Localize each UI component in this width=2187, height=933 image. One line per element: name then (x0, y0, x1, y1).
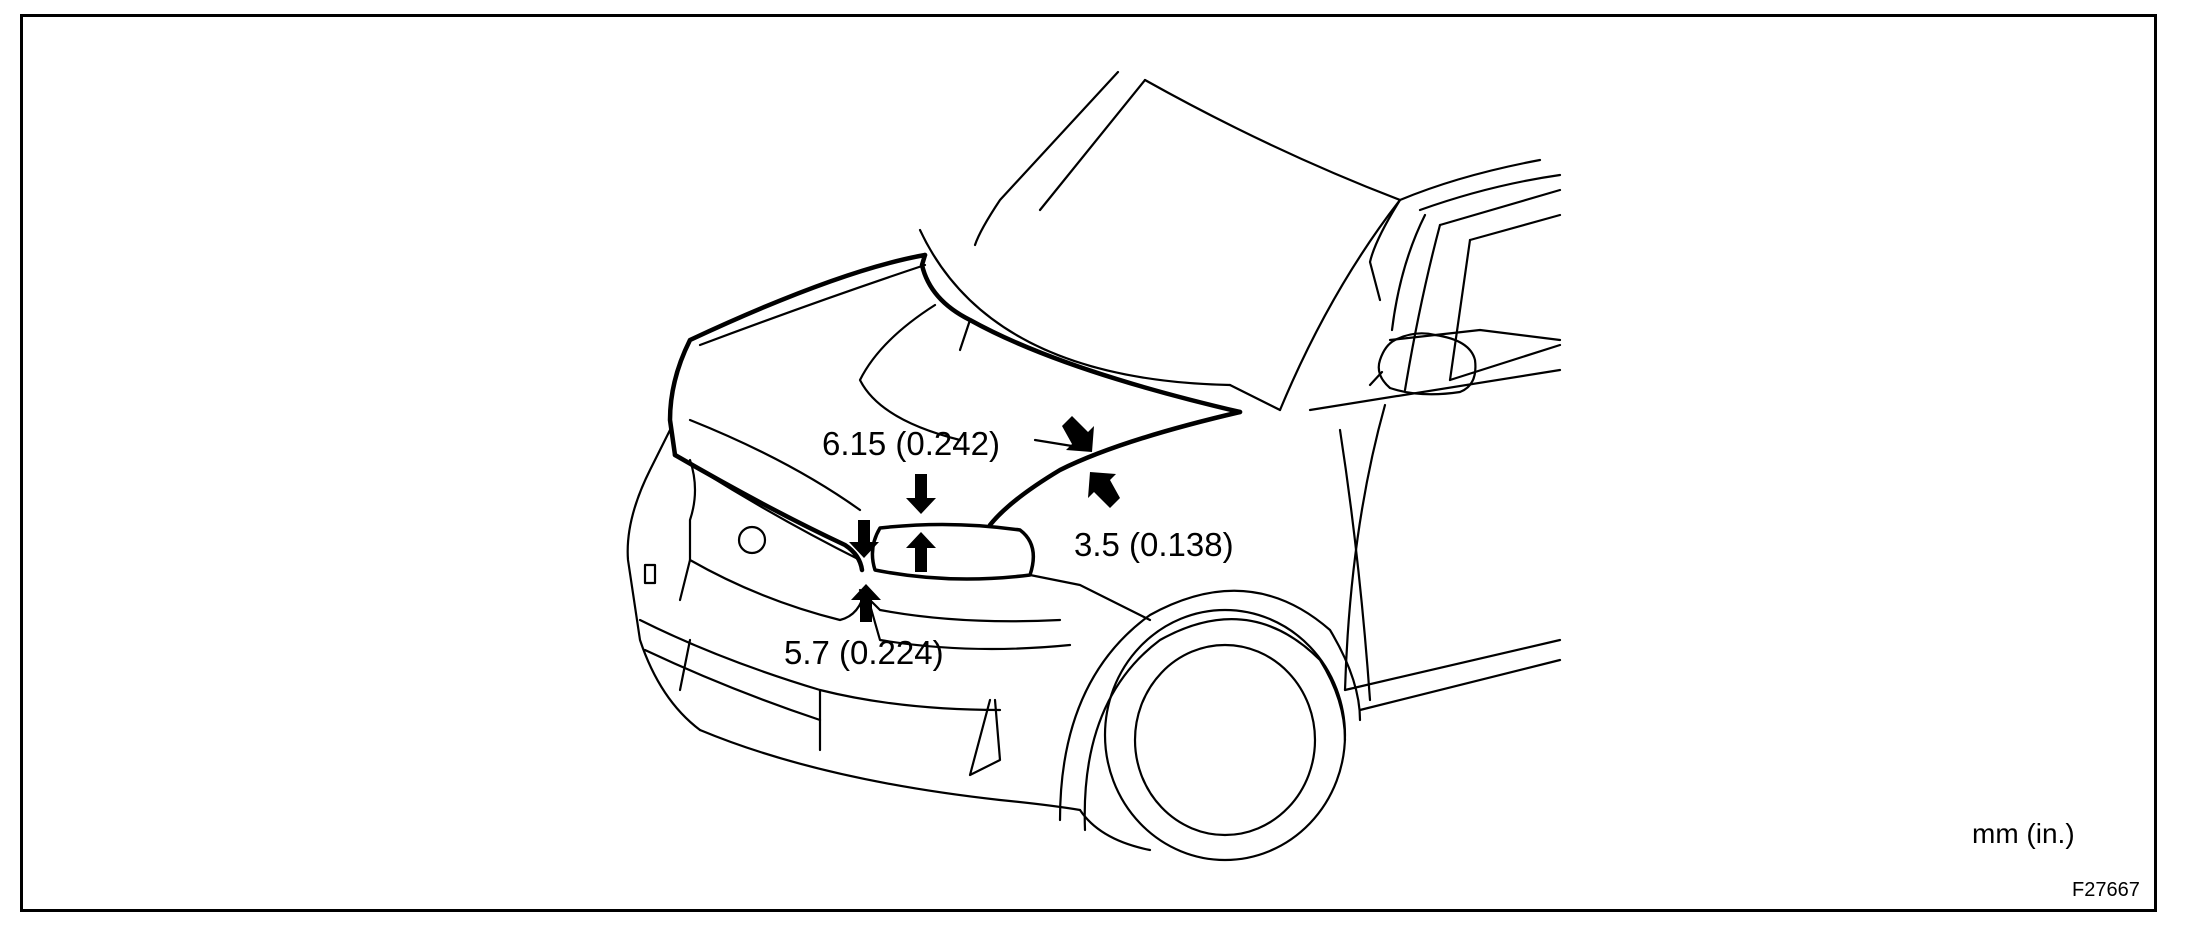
arrow-up-left-icon (1088, 472, 1120, 508)
arrow-down-right-icon (1062, 416, 1094, 452)
front-wheel (1058, 589, 1362, 862)
figure-id: F27667 (2072, 879, 2140, 901)
arrow-up-icon (906, 532, 936, 572)
front-fascia (626, 428, 1082, 812)
dimension-label-5-7: 5.7 (0.224) (784, 634, 944, 671)
side-mirror (1368, 332, 1477, 396)
roof-and-side (1308, 158, 1562, 712)
arrow-down-icon (849, 520, 879, 558)
hood-surface (688, 263, 972, 512)
windshield (918, 70, 1402, 412)
dimension-label-6-15: 6.15 (0.242) (822, 425, 1000, 462)
arrow-down-icon (906, 474, 936, 514)
leader-line-6-15 (1033, 438, 1074, 448)
arrow-up-icon (851, 584, 881, 622)
headlamp (870, 522, 1152, 622)
dimension-label-3-5: 3.5 (0.138) (1074, 526, 1234, 563)
units-note: mm (in.) (1972, 818, 2075, 849)
hood (667, 252, 1243, 573)
measurement-arrows (849, 416, 1120, 622)
